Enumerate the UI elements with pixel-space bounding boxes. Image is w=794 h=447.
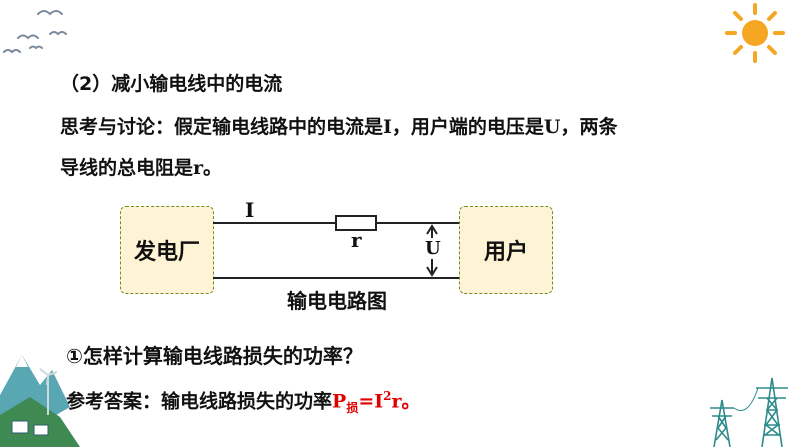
answer-prefix: 参考答案：输电线路损失的功率 <box>66 390 333 413</box>
discussion-line-2: 导线的总电阻是r。 <box>60 155 222 181</box>
current-symbol: I <box>383 116 392 138</box>
power-tower-icon <box>710 377 788 447</box>
discussion-text-5: 。 <box>203 157 223 179</box>
section-heading: （2）减小输电线中的电流 <box>60 73 283 95</box>
formula-subscript: 损 <box>346 401 359 416</box>
discussion-line-1: 思考与讨论：假定输电线路中的电流是I，用户端的电压是U，两条 <box>60 114 618 140</box>
formula-equals-I: =I <box>358 390 384 413</box>
question-text: ①怎样计算输电线路损失的功率？ <box>66 344 363 368</box>
answer-line: 参考答案：输电线路损失的功率P损=I2r。 <box>66 383 421 421</box>
current-label: I <box>245 198 255 222</box>
circuit-caption: 输电电路图 <box>287 289 387 313</box>
landscape-decoration <box>0 355 80 447</box>
voltage-arrow-up <box>426 224 438 235</box>
user-label: 用户 <box>483 240 528 265</box>
formula-end: 。 <box>401 390 421 413</box>
formula-r: r <box>391 390 402 413</box>
formula-superscript: 2 <box>383 389 392 403</box>
voltage-symbol: U <box>543 116 561 138</box>
discussion-text-4: 导线的总电阻是 <box>60 157 194 179</box>
formula-P: P <box>332 390 347 413</box>
sun-icon <box>725 3 785 63</box>
discussion-text-1: 思考与讨论：假定输电线路中的电流是 <box>60 116 384 138</box>
discussion-text-3: ，两条 <box>560 116 618 138</box>
birds-decoration <box>3 10 67 54</box>
power-plant-label: 发电厂 <box>133 240 200 265</box>
discussion-text-2: ，用户端的电压是 <box>391 116 544 138</box>
resistor-label: r <box>351 228 362 252</box>
voltage-arrow-down <box>426 266 438 277</box>
power-plant-box: 发电厂 <box>120 206 214 294</box>
voltage-label: U <box>424 238 442 259</box>
user-box: 用户 <box>459 206 553 294</box>
resistance-symbol: r <box>193 157 204 179</box>
